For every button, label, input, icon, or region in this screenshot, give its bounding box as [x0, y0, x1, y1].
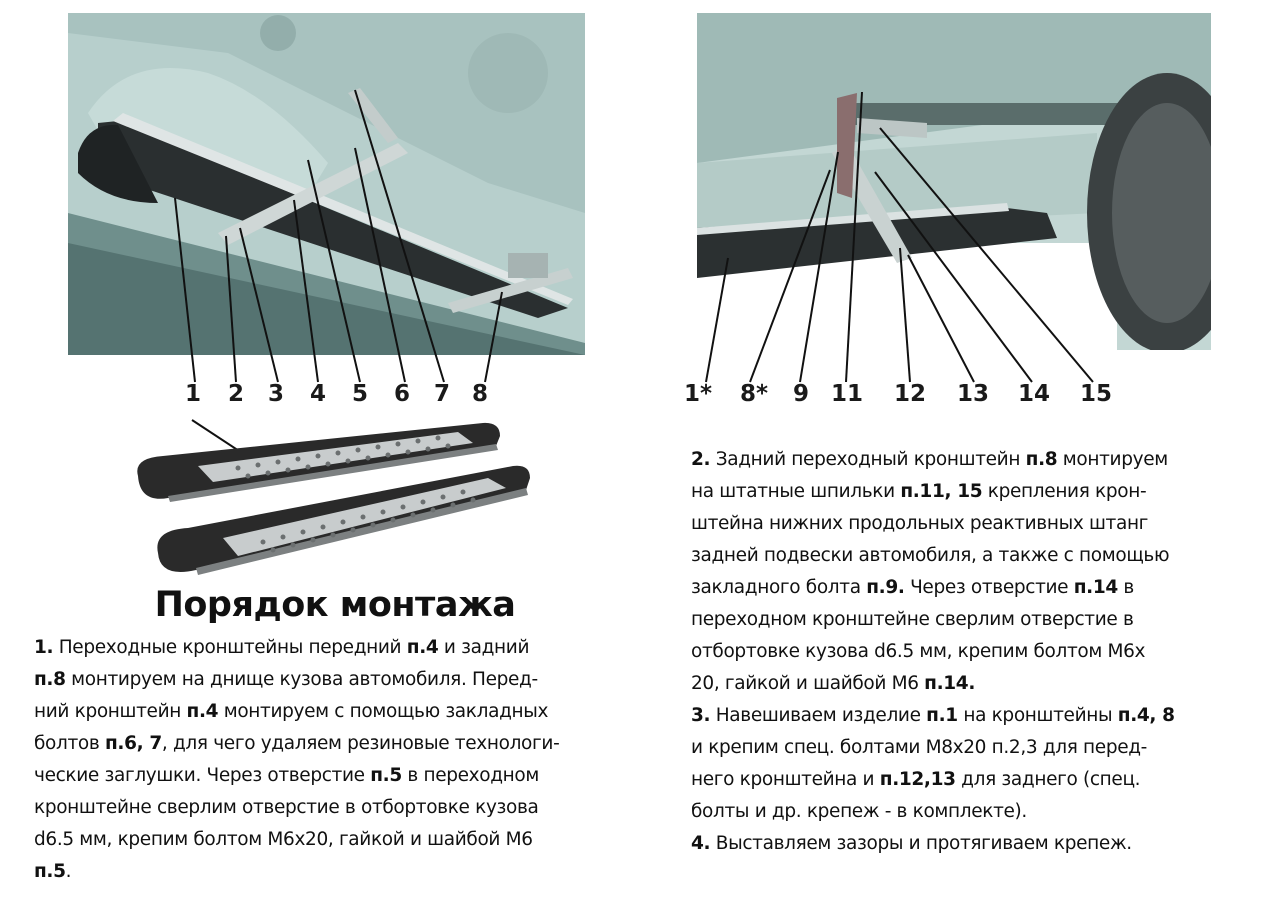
text-run: , для чего удаляем резиновые технологи- [161, 733, 560, 754]
text-run: болты и др. крепеж - в комплекте). [691, 801, 1027, 822]
text-line: на штатные шпильки п.11, 15 крепления кр… [691, 476, 1251, 508]
text-run: на штатные шпильки [691, 481, 901, 502]
bold-reference: п.4, 8 [1117, 705, 1175, 726]
text-line: штейна нижних продольных реактивных штан… [691, 508, 1251, 540]
text-line: п.5. [34, 856, 644, 888]
text-run: переходном кронштейне сверлим отверстие … [691, 609, 1134, 630]
text-run: него кронштейна и [691, 769, 880, 790]
bold-reference: п.8 [1025, 449, 1058, 470]
label-8-star: 8* [740, 381, 769, 407]
text-run: болтов [34, 733, 105, 754]
rear-bracket-photo [697, 13, 1211, 350]
bold-reference: 2. [691, 449, 711, 470]
label-1-star: 1* [684, 381, 713, 407]
text-run: Переходные кронштейны передний [53, 637, 407, 658]
label-13: 13 [957, 381, 990, 407]
label-1: 1 [185, 381, 202, 407]
text-run: Навешиваем изделие [710, 705, 927, 726]
bold-reference: п.14 [1073, 577, 1119, 598]
page-title: Порядок монтажа [154, 585, 516, 625]
text-line: ческие заглушки. Через отверстие п.5 в п… [34, 760, 644, 792]
label-11: 11 [831, 381, 864, 407]
bold-reference: п.4 [186, 701, 219, 722]
text-run: d6.5 мм, крепим болтом М6х20, гайкой и ш… [34, 829, 533, 850]
bold-reference: 3. [691, 705, 711, 726]
text-run: в переходном [401, 765, 540, 786]
text-line: 3. Навешиваем изделие п.1 на кронштейны … [691, 700, 1251, 732]
text-line: кронштейне сверлим отверстие в отбортовк… [34, 792, 644, 824]
label-5: 5 [352, 381, 369, 407]
bold-reference: п.14. [924, 673, 976, 694]
bold-reference: п.8 [34, 669, 66, 690]
text-run: и задний [438, 637, 530, 658]
text-run: закладного болта [691, 577, 867, 598]
text-line: болты и др. крепеж - в комплекте). [691, 796, 1251, 828]
running-boards-product-image [128, 418, 538, 578]
text-run: в [1117, 577, 1134, 598]
text-run: ний кронштейн [34, 701, 187, 722]
text-line: 1. Переходные кронштейны передний п.4 и … [34, 632, 644, 664]
text-run: . [65, 861, 72, 882]
text-run: Задний переходный кронштейн [710, 449, 1026, 470]
label-8: 8 [472, 381, 489, 407]
text-line: закладного болта п.9. Через отверстие п.… [691, 572, 1251, 604]
bold-reference: п.12,13 [879, 769, 956, 790]
text-line: и крепим спец. болтами М8х20 п.2,3 для п… [691, 732, 1251, 764]
label-12: 12 [894, 381, 927, 407]
label-6: 6 [394, 381, 411, 407]
text-run: 20, гайкой и шайбой М6 [691, 673, 925, 694]
text-line: него кронштейна и п.12,13 для заднего (с… [691, 764, 1251, 796]
text-run: на кронштейны [957, 705, 1118, 726]
bold-reference: 1. [34, 637, 54, 658]
text-run: крепления крон- [982, 481, 1147, 502]
bold-reference: п.1 [926, 705, 958, 726]
text-line: переходном кронштейне сверлим отверстие … [691, 604, 1251, 636]
text-run: монтируем на днище кузова автомобиля. Пе… [65, 669, 538, 690]
bold-reference: п.5 [370, 765, 402, 786]
label-15: 15 [1080, 381, 1113, 407]
text-run: и крепим спец. болтами М8х20 п.2,3 для п… [691, 737, 1148, 758]
text-run: Выставляем зазоры и протягиваем крепеж. [710, 833, 1132, 854]
text-line: болтов п.6, 7, для чего удаляем резиновы… [34, 728, 644, 760]
label-9: 9 [793, 381, 810, 407]
text-line: отбортовке кузова d6.5 мм, крепим болтом… [691, 636, 1251, 668]
text-run: кронштейне сверлим отверстие в отбортовк… [34, 797, 539, 818]
text-run: ческие заглушки. Через отверстие [34, 765, 371, 786]
label-14: 14 [1018, 381, 1051, 407]
text-line: d6.5 мм, крепим болтом М6х20, гайкой и ш… [34, 824, 644, 856]
label-2: 2 [228, 381, 245, 407]
text-line: 20, гайкой и шайбой М6 п.14. [691, 668, 1251, 700]
text-run: Через отверстие [904, 577, 1074, 598]
label-3: 3 [268, 381, 285, 407]
bold-reference: п.11, 15 [900, 481, 983, 502]
step-1-text: 1. Переходные кронштейны передний п.4 и … [34, 632, 644, 888]
text-run: задней подвески автомобиля, а также с по… [691, 545, 1170, 566]
text-run: монтируем с помощью закладных [218, 701, 549, 722]
label-4: 4 [310, 381, 327, 407]
text-line: ний кронштейн п.4 монтируем с помощью за… [34, 696, 644, 728]
text-run: монтируем [1057, 449, 1168, 470]
text-run: отбортовке кузова d6.5 мм, крепим болтом… [691, 641, 1146, 662]
steps-2-4-text: 2. Задний переходный кронштейн п.8 монти… [691, 444, 1251, 860]
text-line: 4. Выставляем зазоры и протягиваем крепе… [691, 828, 1251, 860]
text-line: п.8 монтируем на днище кузова автомобиля… [34, 664, 644, 696]
bold-reference: п.5 [34, 861, 66, 882]
text-run: для заднего (спец. [955, 769, 1141, 790]
bold-reference: п.9. [866, 577, 905, 598]
bold-reference: 4. [691, 833, 711, 854]
text-run: штейна нижних продольных реактивных штан… [691, 513, 1149, 534]
bold-reference: п.4 [406, 637, 439, 658]
bold-reference: п.6, 7 [104, 733, 162, 754]
text-line: задней подвески автомобиля, а также с по… [691, 540, 1251, 572]
front-bracket-photo [68, 13, 585, 355]
label-7: 7 [434, 381, 451, 407]
text-line: 2. Задний переходный кронштейн п.8 монти… [691, 444, 1251, 476]
